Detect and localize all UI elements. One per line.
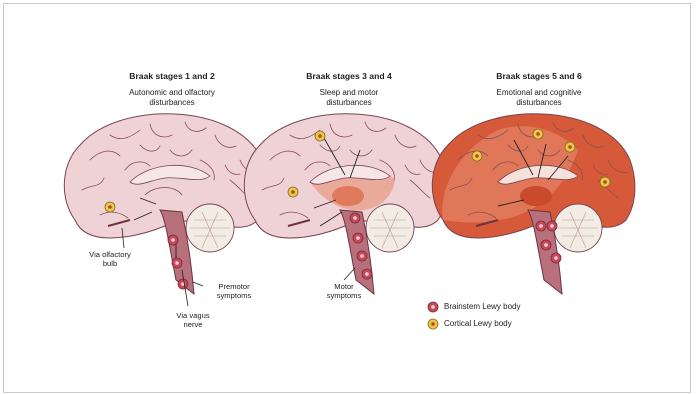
legend-cortical-label: Cortical Lewy body (444, 319, 512, 328)
olfactory-bulb-label: Via olfactory bulb (80, 250, 140, 268)
vagus-nerve-label: Via vagus nerve (163, 311, 223, 329)
legend-markers (428, 302, 438, 329)
premotor-pointer (193, 282, 203, 286)
legend-brainstem-label: Brainstem Lewy body (444, 302, 520, 311)
motor-pointer (344, 268, 355, 280)
brain-stage-3 (432, 114, 635, 294)
motor-symptoms-label: Motor symptoms (314, 282, 374, 300)
brain-stage-2 (244, 114, 447, 294)
premotor-symptoms-label: Premotor symptoms (204, 282, 264, 300)
